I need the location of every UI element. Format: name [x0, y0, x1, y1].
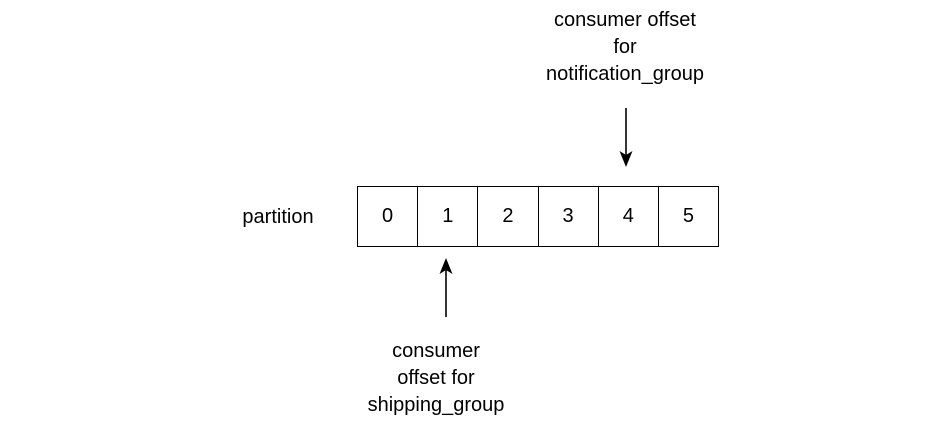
notification-label-line-1: consumer offset [554, 9, 696, 31]
partition-label: partition [242, 206, 314, 228]
shipping-label-line-1: consumer [392, 340, 480, 362]
partition-cell-4: 4 [599, 187, 659, 246]
shipping-offset-arrow [439, 258, 453, 317]
shipping-label-line-2: offset for [397, 367, 475, 389]
partition-cell-2: 2 [478, 187, 539, 246]
shipping-label-line-3: shipping_group [367, 394, 505, 416]
notification-label-line-2: for [613, 36, 637, 58]
partition-cell-3: 3 [539, 187, 599, 246]
notification-label-line-3: notification_group [546, 63, 704, 85]
partition-cell-0: 0 [358, 187, 419, 246]
shipping-group-offset-label: consumer offset for shipping_group [316, 338, 556, 419]
notification-offset-arrow [619, 108, 633, 167]
partition-cell-1: 1 [418, 187, 479, 246]
partition-cell-5: 5 [682, 205, 694, 227]
notification-group-offset-label: consumer offset for notification_group [505, 7, 745, 88]
partition-log: 0 1 2 3 4 5 [357, 186, 719, 247]
